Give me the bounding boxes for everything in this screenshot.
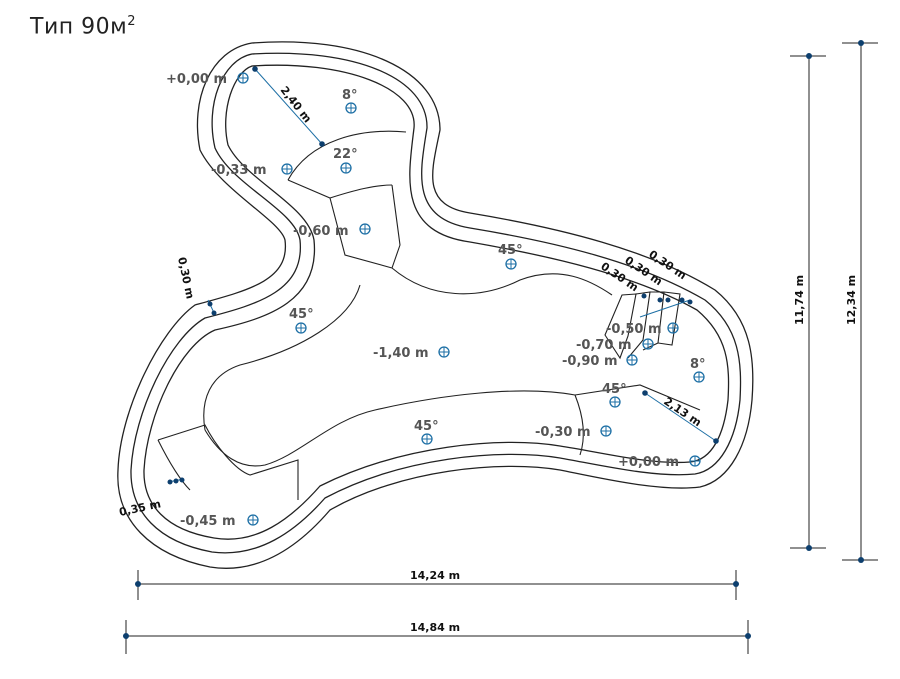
dim-label-wall-bottom: 0,35 m <box>118 497 162 519</box>
slope-line-right <box>644 392 717 442</box>
marker-center-140 <box>438 346 450 358</box>
angle-label-left-45: 45° <box>289 307 314 322</box>
dim-label-width-inner: 14,24 m <box>410 569 460 582</box>
angle-label-bottom-45: 45° <box>414 419 439 434</box>
dim-label-height-outer: 12,34 m <box>845 275 858 325</box>
marker-step-070 <box>642 338 654 350</box>
contour-neck-left <box>329 197 393 269</box>
dim-label-right-slope: 2,13 m <box>661 395 703 430</box>
marker-top-033 <box>281 163 293 175</box>
dimension-height-inner: 11,74 m <box>790 53 826 551</box>
title-superscript: 2 <box>127 14 136 29</box>
level-label-top-060: -0,60 m <box>293 224 349 239</box>
angle-label-upper-45: 45° <box>498 243 523 258</box>
contour-neck-right <box>391 184 401 269</box>
level-label-top-033: -0,33 m <box>211 163 267 178</box>
marker-top-22 <box>340 162 352 174</box>
contour-center-bottom <box>204 390 576 467</box>
marker-step-050 <box>667 322 679 334</box>
marker-bottom-045 <box>247 514 259 526</box>
pool-interior-outline <box>143 64 730 540</box>
pool-outer-outline <box>117 41 754 569</box>
contour-center-left <box>203 284 361 431</box>
marker-top-8 <box>345 102 357 114</box>
contour-upper-step <box>287 179 393 199</box>
contour-right-step <box>574 394 584 456</box>
marker-bottom-45 <box>421 433 433 445</box>
marker-step-090 <box>626 354 638 366</box>
dimension-height-outer: 12,34 m <box>842 40 878 563</box>
level-label-right-030: -0,30 m <box>535 425 591 440</box>
marker-left-45 <box>295 322 307 334</box>
contour-right-bench <box>574 384 701 411</box>
level-label-step-070: -0,70 m <box>576 338 632 353</box>
level-label-bottom-045: -0,45 m <box>180 514 236 529</box>
angle-label-right-8: 8° <box>690 357 706 372</box>
angle-label-top-22: 22° <box>333 147 358 162</box>
level-label-step-050: -0,50 m <box>606 322 662 337</box>
marker-right-zero <box>689 455 701 467</box>
dim-label-height-inner: 11,74 m <box>793 275 806 325</box>
target-markers <box>237 72 705 526</box>
stairs-leader <box>639 299 691 318</box>
level-label-center-140: -1,40 m <box>373 346 429 361</box>
contour-left-bench-front <box>157 439 191 491</box>
marker-right-8 <box>693 371 705 383</box>
marker-right-45 <box>609 396 621 408</box>
stairs <box>604 291 681 360</box>
level-label-step-090: -0,90 m <box>562 354 618 369</box>
title-text: Тип 90м <box>30 14 128 40</box>
diagram-title: Тип 90м2 <box>30 14 136 39</box>
dimension-width-inner: 14,24 m <box>135 569 739 600</box>
angle-label-right-45: 45° <box>602 382 627 397</box>
dim-label-wall-left: 0,30 m <box>175 256 197 300</box>
dim-label-top-slope: 2,40 m <box>278 84 314 125</box>
angle-label-top-8: 8° <box>342 88 358 103</box>
marker-right-030 <box>600 425 612 437</box>
marker-upper-45 <box>505 258 517 270</box>
contour-upper-bench <box>287 130 407 181</box>
pool-coping-outline <box>130 52 742 554</box>
dim-label-width-outer: 14,84 m <box>410 621 460 634</box>
level-label-right-zero: +0,00 m <box>618 455 679 470</box>
slope-line-top <box>254 68 323 145</box>
contour-left-bench <box>157 424 299 500</box>
marker-top-060 <box>359 223 371 235</box>
dimension-width-outer: 14,84 m <box>123 620 751 654</box>
contour-center-top <box>391 267 613 296</box>
marker-top-zero <box>237 72 249 84</box>
level-label-top-zero: +0,00 m <box>166 72 227 87</box>
